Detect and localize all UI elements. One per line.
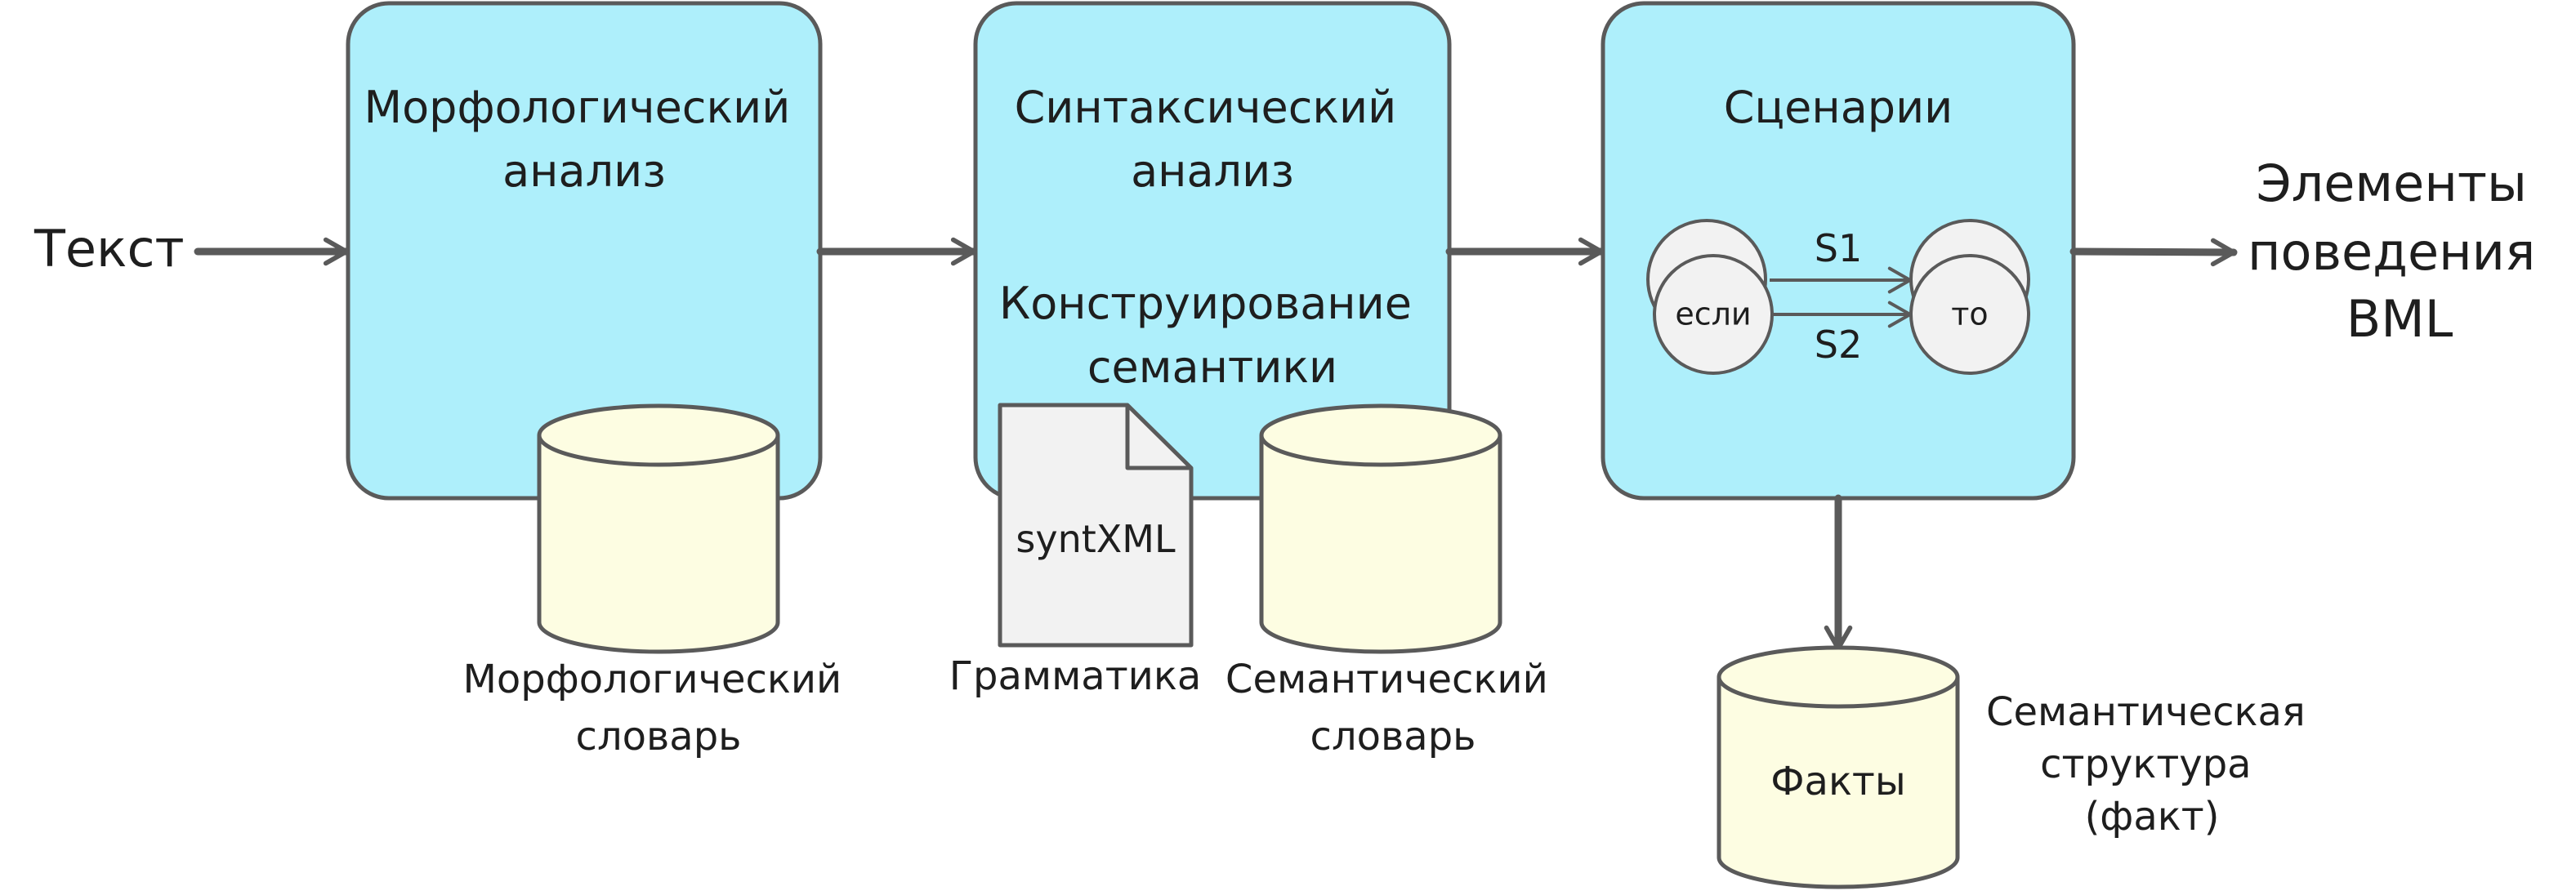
- grammar-document-icon: [998, 403, 1194, 648]
- morph-dictionary-cylinder: [537, 403, 780, 654]
- rule-label-s2: S2: [1815, 323, 1862, 367]
- output-label: Элементы поведения BML: [2248, 154, 2551, 349]
- facts-label: Факты: [1770, 759, 1906, 804]
- morph-dictionary-caption: Морфологический словарь: [462, 657, 854, 760]
- grammar-caption: Грамматика: [949, 653, 1202, 699]
- input-text-label: Текст: [33, 219, 185, 278]
- then-action-label: то: [1951, 296, 1988, 332]
- scenarios-stage-title: Сценарии: [1724, 82, 1953, 133]
- if-condition-label: если: [1675, 296, 1751, 332]
- syntax-stage-title: Синтаксический анализ: [1015, 82, 1411, 197]
- grammar-document-label: syntXML: [1016, 517, 1176, 561]
- rule-label-s1: S1: [1815, 226, 1862, 270]
- semantic-structure-caption: Семантическая структура (факт): [1986, 689, 2318, 840]
- semantic-dictionary-cylinder: [1259, 403, 1502, 654]
- semantics-construction-label: Конструирование семантики: [999, 278, 1426, 393]
- facts-cylinder: [1717, 645, 1960, 889]
- morphology-stage-title: Морфологический анализ: [364, 82, 805, 197]
- semantic-dictionary-caption: Семантический словарь: [1225, 657, 1560, 760]
